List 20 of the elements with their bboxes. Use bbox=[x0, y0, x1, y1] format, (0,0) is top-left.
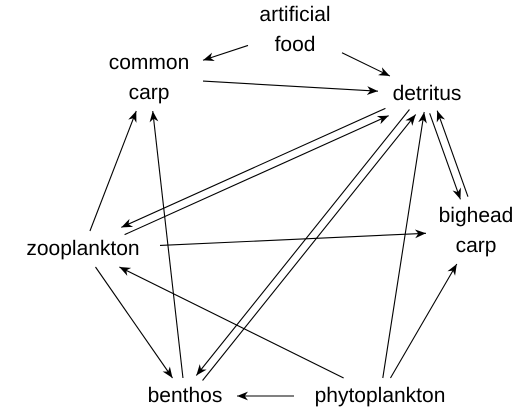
arrow bbox=[390, 264, 458, 378]
node-label: phytoplankton bbox=[314, 383, 446, 409]
arrow bbox=[95, 266, 173, 378]
arrow bbox=[89, 110, 137, 232]
arrow bbox=[382, 112, 427, 378]
arrow bbox=[160, 229, 426, 246]
node-label: zooplankton bbox=[26, 236, 140, 262]
arrow bbox=[202, 44, 248, 61]
node-label: bighead carp bbox=[438, 203, 514, 259]
node-label: common carp bbox=[108, 50, 190, 106]
arrow bbox=[119, 266, 344, 378]
arrow bbox=[150, 110, 184, 378]
node-label: artificial food bbox=[258, 2, 332, 58]
node-label: benthos bbox=[148, 383, 222, 409]
arrow bbox=[436, 110, 468, 197]
node-label: detritus bbox=[392, 81, 462, 107]
arrow bbox=[202, 80, 378, 95]
arrow bbox=[429, 113, 461, 200]
arrow bbox=[237, 392, 294, 400]
arrow bbox=[342, 52, 390, 76]
